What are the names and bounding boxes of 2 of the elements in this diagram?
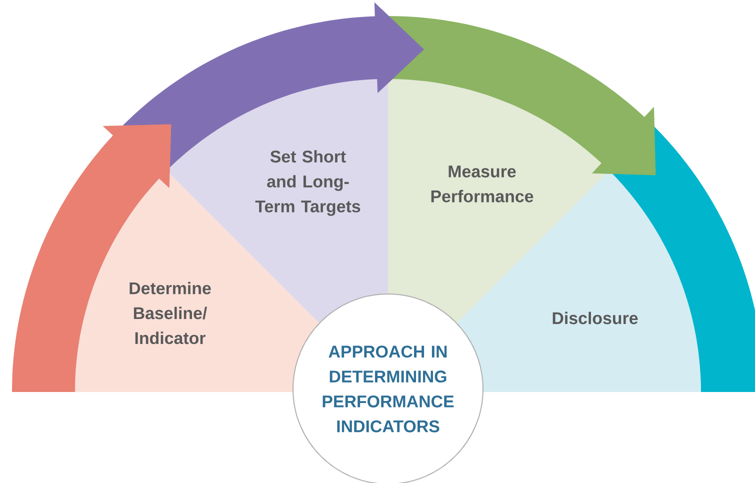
curved-arrow	[12, 124, 172, 392]
curved-arrow	[388, 16, 656, 176]
